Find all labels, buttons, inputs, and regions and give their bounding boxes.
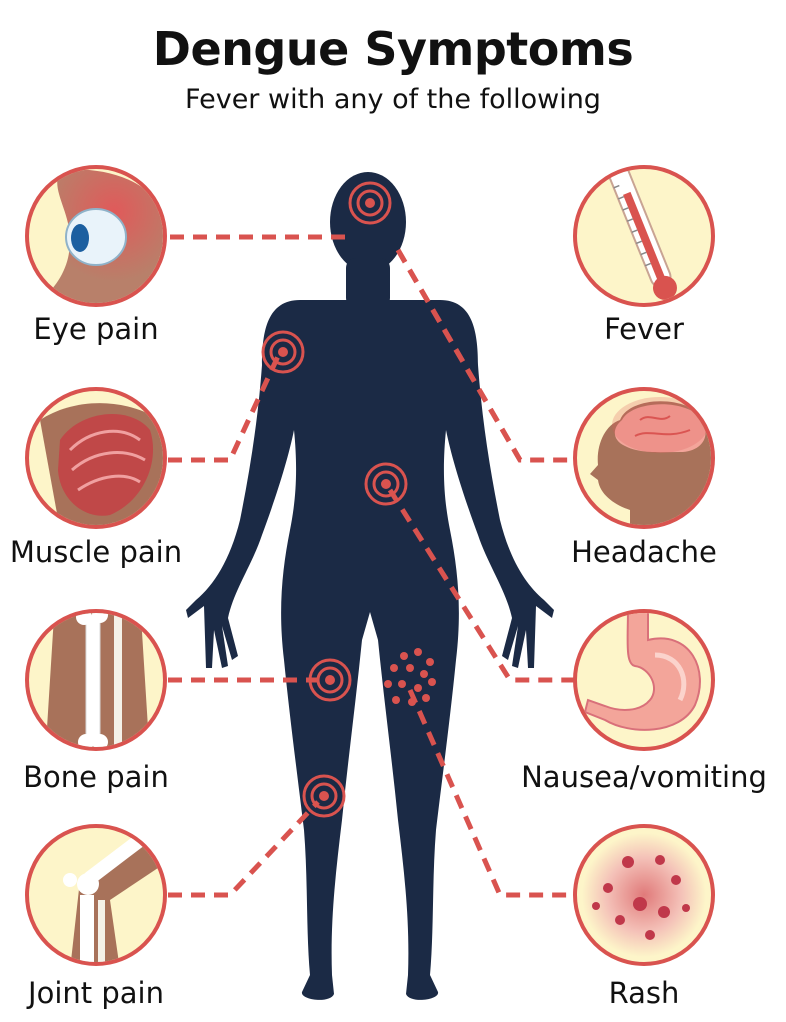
- label-nausea-vomiting: Nausea/vomiting: [521, 760, 767, 794]
- head-brain-icon: [573, 387, 715, 529]
- marker-head: [348, 181, 392, 225]
- knee-joint-icon: [25, 824, 167, 966]
- connector-joint: [168, 800, 320, 898]
- label-joint-pain: Joint pain: [28, 976, 164, 1010]
- label-rash: Rash: [608, 976, 680, 1010]
- marker-stomach: [364, 462, 408, 506]
- stomach-icon: [573, 609, 715, 751]
- thermometer-icon: [573, 165, 715, 307]
- label-eye-pain: Eye pain: [33, 312, 159, 346]
- rash-dots-on-body: [384, 648, 436, 706]
- connector-headache: [395, 248, 523, 462]
- connector-rash: [407, 688, 576, 898]
- muscle-icon: [25, 387, 167, 529]
- label-muscle-pain: Muscle pain: [9, 535, 183, 569]
- connector-nausea: [387, 488, 576, 683]
- label-bone-pain: Bone pain: [23, 760, 169, 794]
- label-fever: Fever: [604, 312, 684, 346]
- pain-markers: [261, 181, 436, 818]
- marker-shoulder: [261, 330, 305, 374]
- page-title: Dengue Symptoms: [152, 22, 634, 76]
- rash-icon: [573, 824, 715, 966]
- marker-thigh: [308, 658, 352, 702]
- bone-icon: [25, 609, 167, 751]
- label-headache: Headache: [571, 535, 717, 569]
- connector-muscle: [168, 350, 283, 463]
- body-silhouette: [186, 172, 554, 1000]
- page-subtitle: Fever with any of the following: [185, 84, 601, 115]
- connector-lines: [168, 234, 576, 898]
- marker-knee: [302, 774, 346, 818]
- eye-icon: [25, 165, 167, 307]
